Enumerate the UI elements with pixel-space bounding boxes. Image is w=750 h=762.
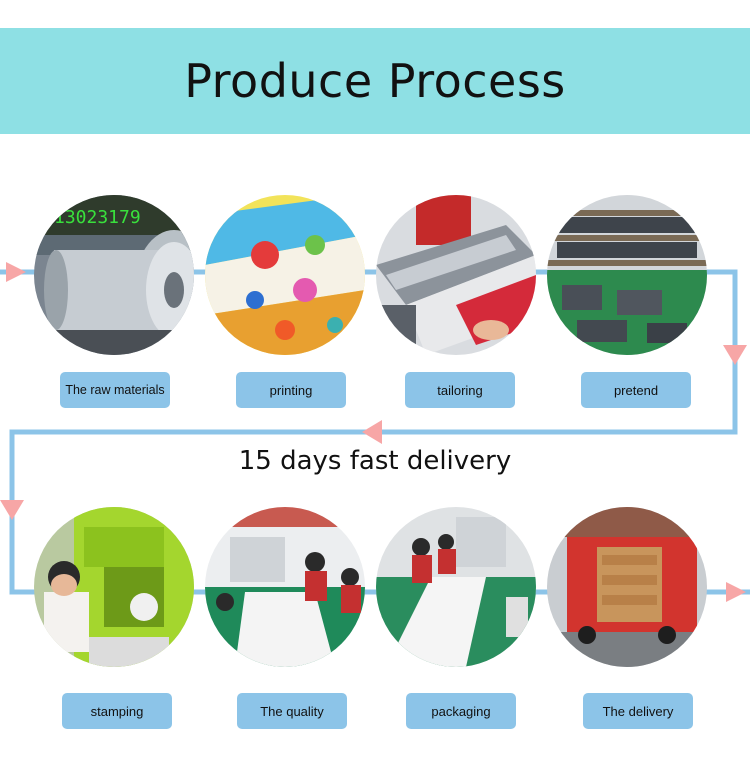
step-label-quality: The quality — [237, 693, 347, 729]
step-label-raw-materials: The raw materials — [60, 372, 170, 408]
step-label-delivery: The delivery — [583, 693, 693, 729]
delivery-photo — [547, 507, 707, 667]
arrow-icon — [726, 582, 746, 602]
stamping-photo — [34, 507, 194, 667]
arrow-icon — [0, 500, 24, 520]
delivery-subtitle: 15 days fast delivery — [0, 446, 750, 476]
raw-materials-photo: 13023179 — [34, 195, 194, 355]
arrow-icon — [362, 420, 382, 444]
step-label-printing: printing — [236, 372, 346, 408]
step-label-stamping: stamping — [62, 693, 172, 729]
arrow-icon — [6, 262, 26, 282]
arrow-icon — [723, 345, 747, 365]
step-label-tailoring: tailoring — [405, 372, 515, 408]
tailoring-photo — [376, 195, 536, 355]
packaging-photo — [376, 507, 536, 667]
printing-photo — [205, 195, 365, 355]
pretend-photo — [547, 195, 707, 355]
quality-photo — [205, 507, 365, 667]
step-label-pretend: pretend — [581, 372, 691, 408]
step-label-packaging: packaging — [406, 693, 516, 729]
led-sign-text: 13023179 — [54, 207, 141, 228]
